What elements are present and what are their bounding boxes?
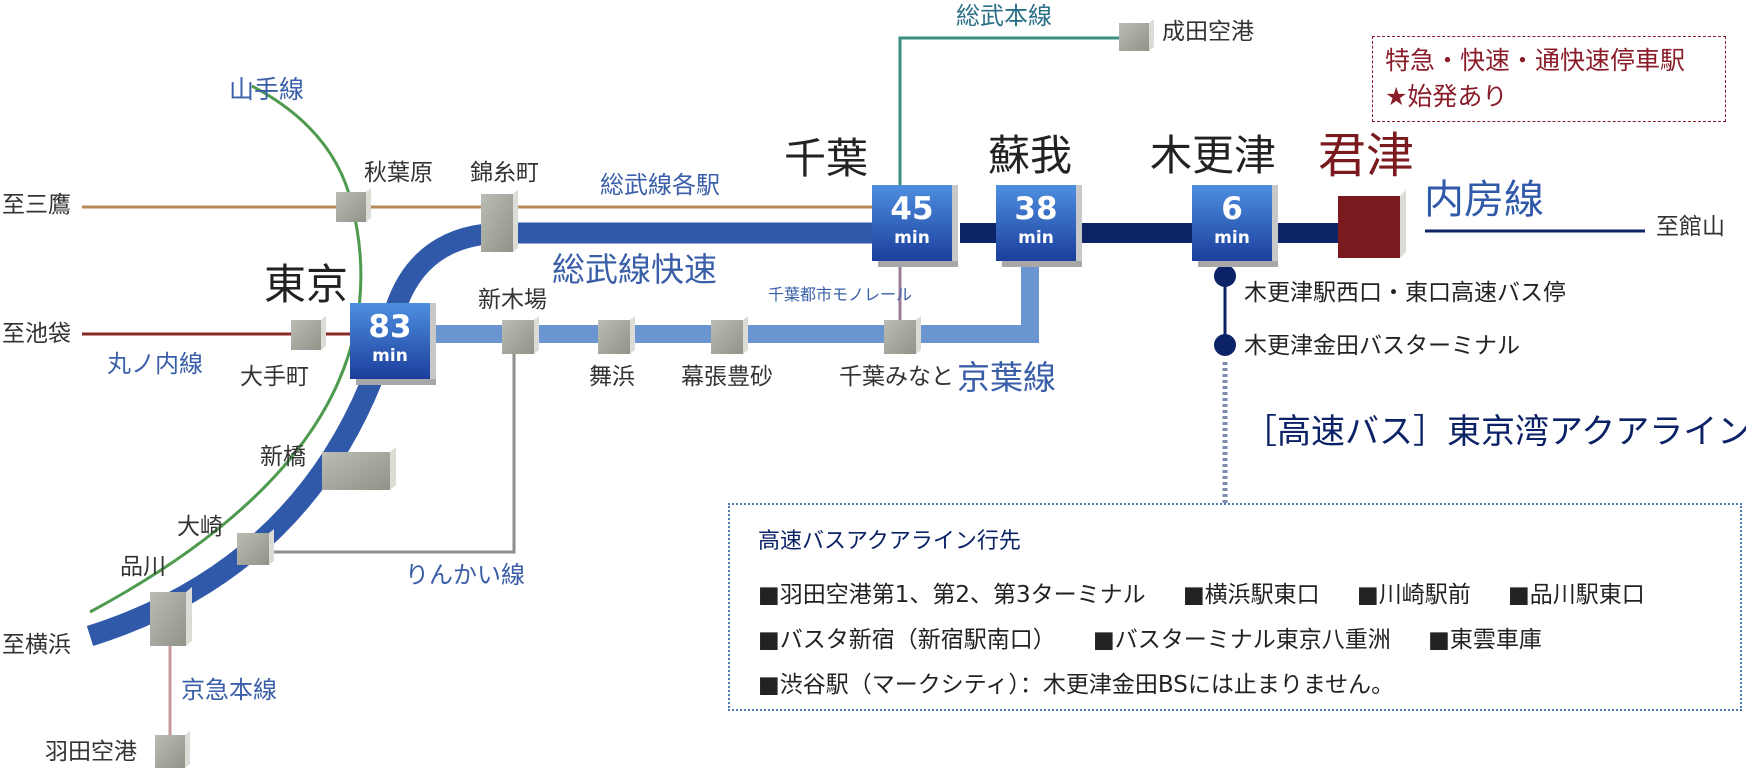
rinkai-line: [257, 334, 516, 554]
bus-dest-row-1: ■羽田空港第1、第2、第3ターミナル ■横浜駅東口 ■川崎駅前 ■品川駅東口: [758, 575, 1712, 609]
bus-dest-row-2: ■バスタ新宿（新宿駅南口） ■バスターミナル東京八重洲 ■東雲車庫: [758, 620, 1712, 654]
station-label-otemachi: 大手町: [240, 364, 309, 390]
direction-yokohama: 至横浜: [2, 632, 71, 658]
legend-line-1: 特急・快速・通快速停車駅: [1385, 46, 1686, 75]
station-shinagawa-marker: [150, 587, 192, 646]
station-label-chiba: 千葉: [784, 134, 869, 183]
station-label-makuhari: 幕張豊砂: [681, 364, 773, 390]
station-kimitsu-marker: [1338, 196, 1400, 258]
station-label-haneda: 羽田空港: [45, 739, 137, 765]
station-kinshicho-marker: [481, 190, 518, 252]
station-label-soga: 蘇我: [988, 131, 1073, 180]
line-label-sobu-rapid: 総武線快速: [552, 250, 717, 289]
yamanote-line: [89, 84, 363, 614]
time-tokyo-num: 83: [368, 309, 412, 345]
line-label-marunouchi: 丸ノ内線: [107, 350, 203, 378]
station-label-kisarazu: 木更津: [1150, 131, 1277, 180]
bus-dest-item: ■バスターミナル東京八重洲: [1093, 627, 1391, 653]
bus-dest-item: ■羽田空港第1、第2、第3ターミナル: [758, 582, 1146, 608]
station-label-shinkiba: 新木場: [478, 287, 547, 313]
bus-box-title: 高速バスアクアライン行先: [758, 529, 1021, 554]
bus-destination-box: 高速バスアクアライン行先 ■羽田空港第1、第2、第3ターミナル ■横浜駅東口 ■…: [728, 503, 1742, 711]
station-label-chibaminato: 千葉みなと: [839, 364, 954, 390]
station-akihabara-marker: [336, 188, 371, 222]
legend-line-2: ★始発あり: [1385, 82, 1508, 111]
bus-route-title: ［高速バス］東京湾アクアライン: [1243, 412, 1746, 452]
time-kisarazu-num: 6: [1221, 191, 1243, 227]
time-badge-tokyo: 83 min: [350, 303, 430, 379]
station-makuhari-marker: [711, 316, 748, 354]
station-narita-marker: [1119, 19, 1154, 51]
station-label-kimitsu: 君津: [1318, 128, 1415, 184]
bus-stop-dot-2: [1214, 334, 1236, 356]
time-soga-unit: min: [1018, 228, 1054, 248]
line-label-yamanote: 山手線: [229, 75, 305, 104]
time-badge-kisarazu: 6 min: [1192, 185, 1272, 261]
time-badge-soga: 38 min: [996, 185, 1076, 261]
time-tokyo-unit: min: [372, 346, 408, 366]
line-label-uchibo: 内房線: [1424, 177, 1544, 223]
bus-stop-label-2: 木更津金田バスターミナル: [1244, 333, 1520, 359]
time-chiba-unit: min: [894, 228, 930, 248]
line-label-keikyu: 京急本線: [181, 676, 277, 704]
time-kisarazu-unit: min: [1214, 228, 1250, 248]
time-badge-chiba: 45 min: [872, 185, 952, 261]
station-shinkiba-marker: [502, 316, 539, 354]
time-soga-num: 38: [1014, 191, 1058, 227]
direction-tateyama: 至館山: [1656, 214, 1725, 240]
station-label-shinagawa: 品川: [120, 554, 166, 580]
bus-dest-item: ■バスタ新宿（新宿駅南口）: [758, 627, 1056, 653]
station-chibaminato-marker: [884, 316, 921, 354]
bus-dest-item: ■横浜駅東口: [1182, 582, 1320, 608]
station-haneda-marker: [155, 731, 190, 768]
bus-stop-label-1: 木更津駅西口・東口高速バス停: [1244, 280, 1566, 306]
line-label-keiyo: 京葉線: [957, 358, 1056, 397]
direction-ikebukuro: 至池袋: [2, 321, 71, 347]
station-label-tokyo: 東京: [264, 260, 349, 309]
station-label-kinshicho: 錦糸町: [470, 160, 539, 186]
station-otemachi-marker: [291, 316, 326, 350]
legend-box: 特急・快速・通快速停車駅 ★始発あり: [1372, 36, 1726, 122]
station-shimbashi-marker: [322, 447, 396, 490]
bus-dest-item: ■品川駅東口: [1508, 582, 1645, 608]
time-chiba-num: 45: [890, 191, 934, 227]
sobu-rapid-line: [86, 222, 880, 647]
station-label-narita: 成田空港: [1162, 19, 1254, 45]
station-label-akihabara: 秋葉原: [364, 160, 433, 186]
bus-dest-item: ■川崎駅前: [1357, 582, 1471, 608]
bus-stop-dot-1: [1214, 265, 1236, 287]
station-label-shimbashi: 新橋: [260, 444, 306, 470]
station-label-osaki: 大崎: [177, 514, 223, 540]
bus-dest-item: ■東雲車庫: [1428, 627, 1542, 653]
line-label-rinkai: りんかい線: [405, 561, 525, 589]
line-label-sobu-main: 総武本線: [956, 2, 1052, 30]
station-maihama-marker: [598, 316, 635, 354]
station-osaki-marker: [237, 529, 274, 565]
bus-dest-row-3: ■渋谷駅（マークシティ）：木更津金田BSには止まりません。: [758, 665, 1712, 699]
line-label-monorail: 千葉都市モノレール: [768, 285, 913, 304]
bus-dest-item: ■渋谷駅（マークシティ）：木更津金田BSには止まりません。: [758, 672, 1395, 698]
line-label-sobu-local: 総武線各駅: [600, 171, 720, 199]
sobu-main-line: [898, 36, 1135, 186]
direction-mitaka: 至三鷹: [2, 192, 71, 218]
station-label-maihama: 舞浜: [589, 364, 635, 390]
